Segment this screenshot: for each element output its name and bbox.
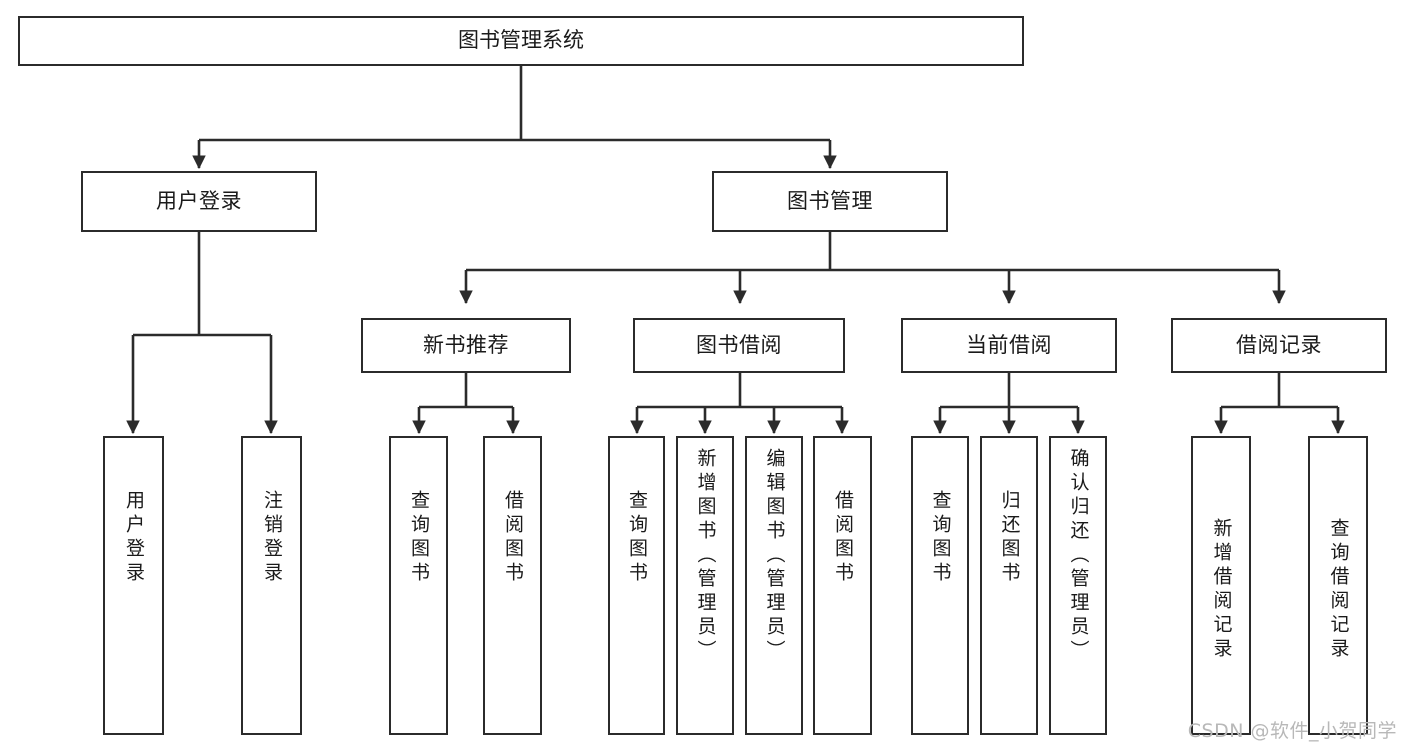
node-label: 新书推荐: [423, 332, 509, 357]
node-leaf-logout-login[interactable]: 注销登录: [241, 436, 302, 735]
node-current-borrow[interactable]: 当前借阅: [901, 318, 1117, 373]
node-label: 注销登录: [261, 490, 283, 586]
node-label: 编辑图书（管理员）: [763, 448, 786, 664]
node-leaf-return-book[interactable]: 归还图书: [980, 436, 1038, 735]
node-label: 用户登录: [123, 490, 145, 586]
node-leaf-add-book-admin[interactable]: 新增图书（管理员）: [676, 436, 734, 735]
node-label: 新增借阅记录: [1210, 518, 1233, 662]
node-label: 查询图书: [626, 490, 648, 586]
node-leaf-query-book-3[interactable]: 查询图书: [911, 436, 969, 735]
node-borrow-record[interactable]: 借阅记录: [1171, 318, 1387, 373]
node-root-book-management-system[interactable]: 图书管理系统: [18, 16, 1024, 66]
node-book-borrow[interactable]: 图书借阅: [633, 318, 845, 373]
node-label: 图书管理: [787, 188, 873, 213]
node-leaf-borrow-book-1[interactable]: 借阅图书: [483, 436, 542, 735]
node-label: 查询借阅记录: [1327, 518, 1350, 662]
node-label: 用户登录: [156, 188, 242, 213]
node-label: 借阅图书: [502, 490, 524, 586]
node-label: 确认归还（管理员）: [1067, 448, 1090, 664]
node-leaf-borrow-book-2[interactable]: 借阅图书: [813, 436, 872, 735]
node-label: 图书管理系统: [458, 28, 584, 53]
node-leaf-edit-book-admin[interactable]: 编辑图书（管理员）: [745, 436, 803, 735]
node-label: 图书借阅: [696, 332, 782, 357]
node-label: 借阅记录: [1236, 332, 1322, 357]
node-label: 当前借阅: [966, 332, 1052, 357]
node-leaf-confirm-return-admin[interactable]: 确认归还（管理员）: [1049, 436, 1107, 735]
node-leaf-add-borrow-record[interactable]: 新增借阅记录: [1191, 436, 1251, 735]
node-label: 查询图书: [408, 490, 430, 586]
node-leaf-query-borrow-record[interactable]: 查询借阅记录: [1308, 436, 1368, 735]
node-user-login[interactable]: 用户登录: [81, 171, 317, 232]
node-leaf-query-book-1[interactable]: 查询图书: [389, 436, 448, 735]
node-leaf-user-login[interactable]: 用户登录: [103, 436, 164, 735]
node-label: 归还图书: [998, 490, 1021, 586]
node-label: 新增图书（管理员）: [694, 448, 717, 664]
watermark-text: CSDN @软件_小贺同学: [1187, 720, 1397, 742]
node-new-book-recommend[interactable]: 新书推荐: [361, 318, 571, 373]
node-label: 借阅图书: [832, 490, 854, 586]
node-leaf-query-book-2[interactable]: 查询图书: [608, 436, 665, 735]
node-book-manage[interactable]: 图书管理: [712, 171, 948, 232]
node-label: 查询图书: [929, 490, 952, 586]
